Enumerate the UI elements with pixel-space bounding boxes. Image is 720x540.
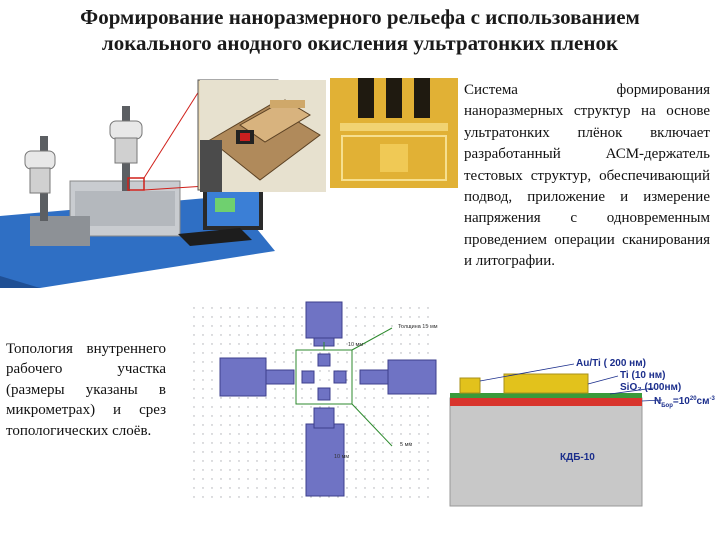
layer-cross-section: Au/Ti ( 200 нм) Ti (10 нм) SiO₂ (100нм) … <box>440 356 718 516</box>
topology-label-c: 5 мм <box>400 442 412 448</box>
title-line-2: локального анодного окисления ультратонк… <box>101 31 619 55</box>
layer-sio2: SiO₂ (100нм) <box>620 382 681 393</box>
slide-title: Формирование наноразмерного рельефа с ис… <box>10 4 710 56</box>
topology-label-a: Толщина 15 мм <box>398 324 438 330</box>
test-structure-photo <box>330 78 458 188</box>
holder-photo <box>200 80 326 192</box>
layer-doping: NБор=1020см-3 <box>654 396 716 409</box>
layer-substrate: КДБ-10 <box>560 452 595 463</box>
topology-layout: Толщина 15 мм 10 мм 5 мм 10 мм <box>184 298 466 504</box>
layer-au-ti: Au/Ti ( 200 нм) <box>576 358 646 369</box>
layer-ti: Ti (10 нм) <box>620 370 665 381</box>
title-line-1: Формирование наноразмерного рельефа с ис… <box>80 5 640 29</box>
topology-description: Топология внутреннего рабочего участка (… <box>6 341 166 439</box>
topology-label-d: 10 мм <box>334 454 349 460</box>
topology-label-b: 10 мм <box>348 342 363 348</box>
system-description: Система формирования наноразмерных струк… <box>464 82 710 270</box>
